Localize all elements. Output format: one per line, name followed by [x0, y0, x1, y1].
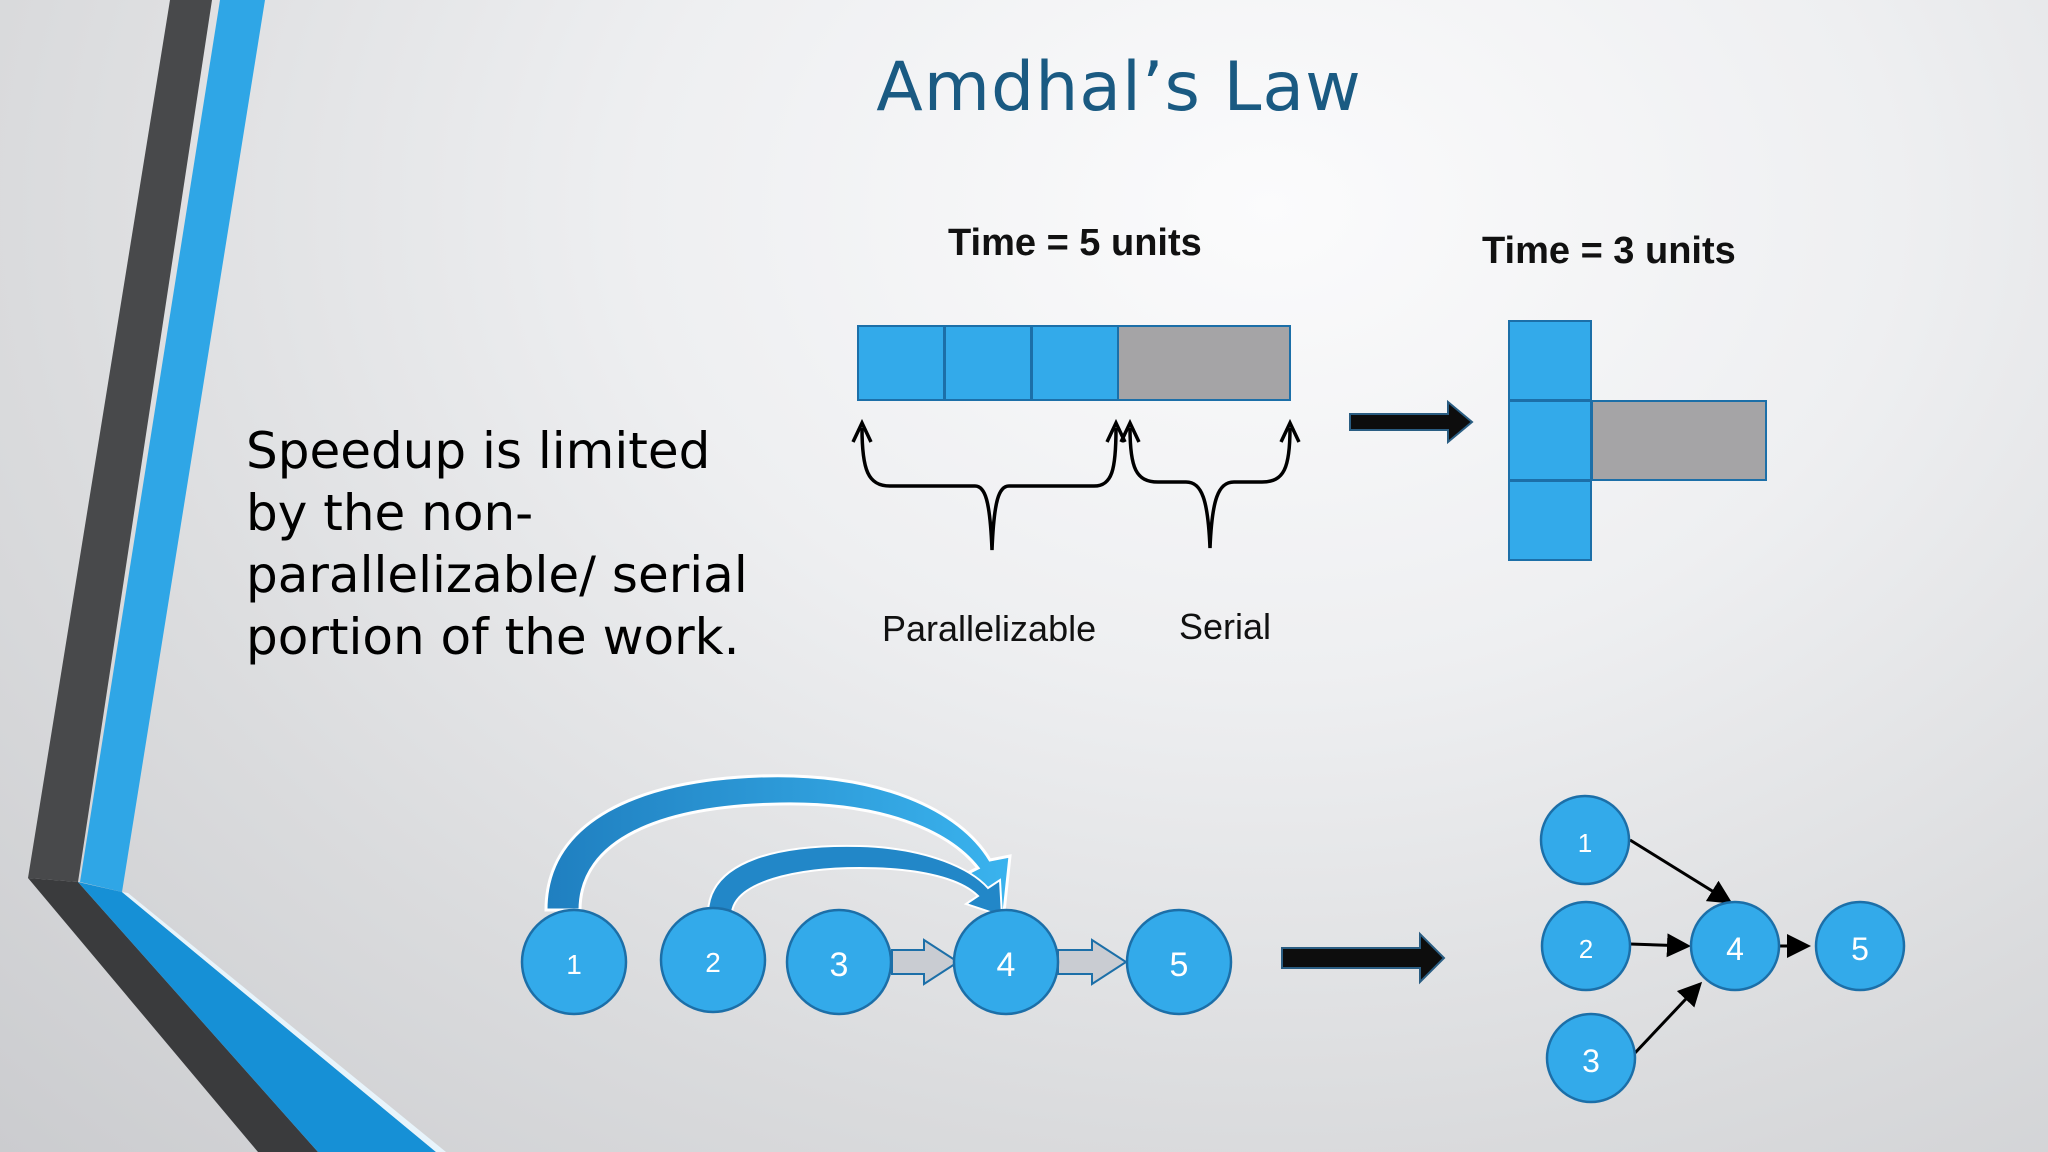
right-graph-node-5-label: 5	[1851, 931, 1869, 967]
speedup-text-line-4: portion of the work.	[246, 608, 740, 666]
edge-2-to-4	[1629, 933, 1691, 958]
transform-arrow-bottom	[1281, 931, 1446, 985]
dependency-arrow-2-to-4	[706, 844, 1004, 918]
serial-brace	[1128, 427, 1292, 549]
left-graph-node-4: 4	[952, 908, 1060, 1016]
transform-arrow-top	[1349, 399, 1474, 445]
parallel-block-row-1	[1508, 320, 1592, 401]
right-graph-node-1-label: 1	[1578, 828, 1592, 858]
brace-arrowhead	[1279, 418, 1301, 443]
left-graph-node-4-label: 4	[997, 946, 1016, 984]
right-graph-node-3-label: 3	[1582, 1043, 1600, 1079]
left-graph-node-5-label: 5	[1170, 946, 1189, 984]
left-graph-node-2: 2	[659, 906, 767, 1014]
speedup-text-line-3: parallelizable/ serial	[246, 546, 748, 604]
right-graph-node-2: 2	[1540, 900, 1632, 992]
parallelizable-label: Parallelizable	[882, 608, 1097, 649]
left-graph-node-5: 5	[1125, 908, 1233, 1016]
right-graph-node-5: 5	[1814, 900, 1906, 992]
left-graph-node-1-label: 1	[566, 949, 582, 980]
serial-work-block	[1117, 325, 1291, 401]
serial-label: Serial	[1179, 606, 1272, 647]
serial-block-parallel-schedule	[1591, 400, 1767, 481]
right-graph-node-4: 4	[1689, 900, 1781, 992]
speedup-text-line-1: Speedup is limited	[246, 422, 711, 480]
right-graph-node-3: 3	[1545, 1012, 1637, 1104]
left-graph-node-2-label: 2	[705, 947, 721, 978]
brace-arrowhead	[851, 418, 873, 443]
slide-title: Amdhal’s Law	[876, 48, 1362, 127]
parallel-block-row-3	[1508, 480, 1592, 561]
left-graph-node-1: 1	[520, 908, 628, 1016]
edge-arrow-4-to-5	[1057, 938, 1128, 986]
right-graph-node-4-label: 4	[1726, 931, 1744, 967]
left-graph-node-3-label: 3	[830, 946, 849, 984]
brace-arrowhead	[1105, 418, 1127, 443]
speedup-text: Speedup is limited by the non- paralleli…	[246, 420, 766, 668]
parallel-work-block-1	[857, 325, 945, 401]
edge-3-to-4	[1632, 981, 1703, 1056]
dependency-arrow-1-to-4	[544, 774, 1012, 915]
serial-time-label: Time = 5 units	[948, 222, 1202, 264]
edge-arrow-3-to-4	[891, 938, 960, 986]
parallel-work-block-3	[1031, 325, 1119, 401]
speedup-text-line-2: by the non-	[246, 484, 534, 542]
brace-arrowhead	[1119, 418, 1141, 443]
right-graph-node-2-label: 2	[1579, 934, 1593, 964]
parallel-work-block-2	[944, 325, 1032, 401]
right-graph-node-1: 1	[1539, 794, 1631, 886]
parallelizable-brace	[860, 427, 1118, 551]
parallel-time-label: Time = 3 units	[1482, 230, 1736, 272]
edge-1-to-4	[1629, 838, 1733, 904]
left-graph-node-3: 3	[785, 908, 893, 1016]
parallel-block-row-2	[1508, 400, 1592, 481]
